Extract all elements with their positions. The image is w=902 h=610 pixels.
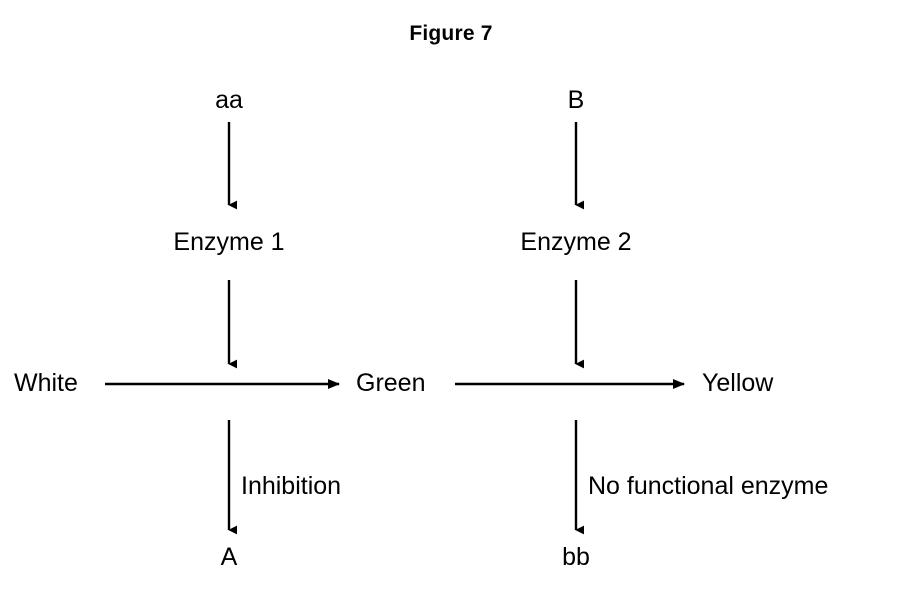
node-yellow: Yellow: [702, 369, 774, 397]
node-allele-b: B: [567, 86, 585, 114]
node-green: Green: [356, 369, 426, 397]
node-enzyme-2: Enzyme 2: [520, 228, 632, 256]
node-white: White: [14, 369, 78, 397]
node-allele-bb: bb: [562, 543, 590, 571]
node-allele-aa: aa: [215, 86, 243, 114]
annotation-inhibition: Inhibition: [241, 472, 342, 500]
node-allele-a-bottom: A: [220, 543, 238, 571]
figure-title: Figure 7: [409, 22, 493, 45]
annotation-no-functional-enzyme: No functional enzyme: [588, 472, 829, 500]
node-enzyme-1: Enzyme 1: [173, 228, 285, 256]
